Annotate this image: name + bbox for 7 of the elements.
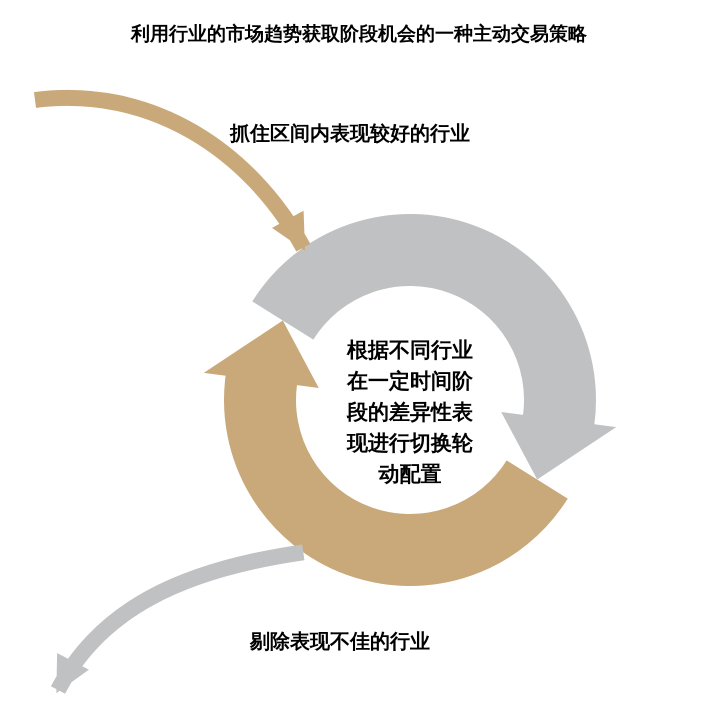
annotation-text: 剔除表现不佳的行业 xyxy=(250,628,430,655)
center-text: 根据不同行业在一定时间阶段的差异性表现进行切换轮动配置 xyxy=(346,337,474,488)
curved-arrow xyxy=(202,318,570,589)
annotation-text: 抓住区间内表现较好的行业 xyxy=(230,120,470,147)
curved-arrow xyxy=(51,544,305,694)
curved-arrow xyxy=(34,90,310,252)
title: 利用行业的市场趋势获取阶段机会的一种主动交易策略 xyxy=(130,22,588,47)
